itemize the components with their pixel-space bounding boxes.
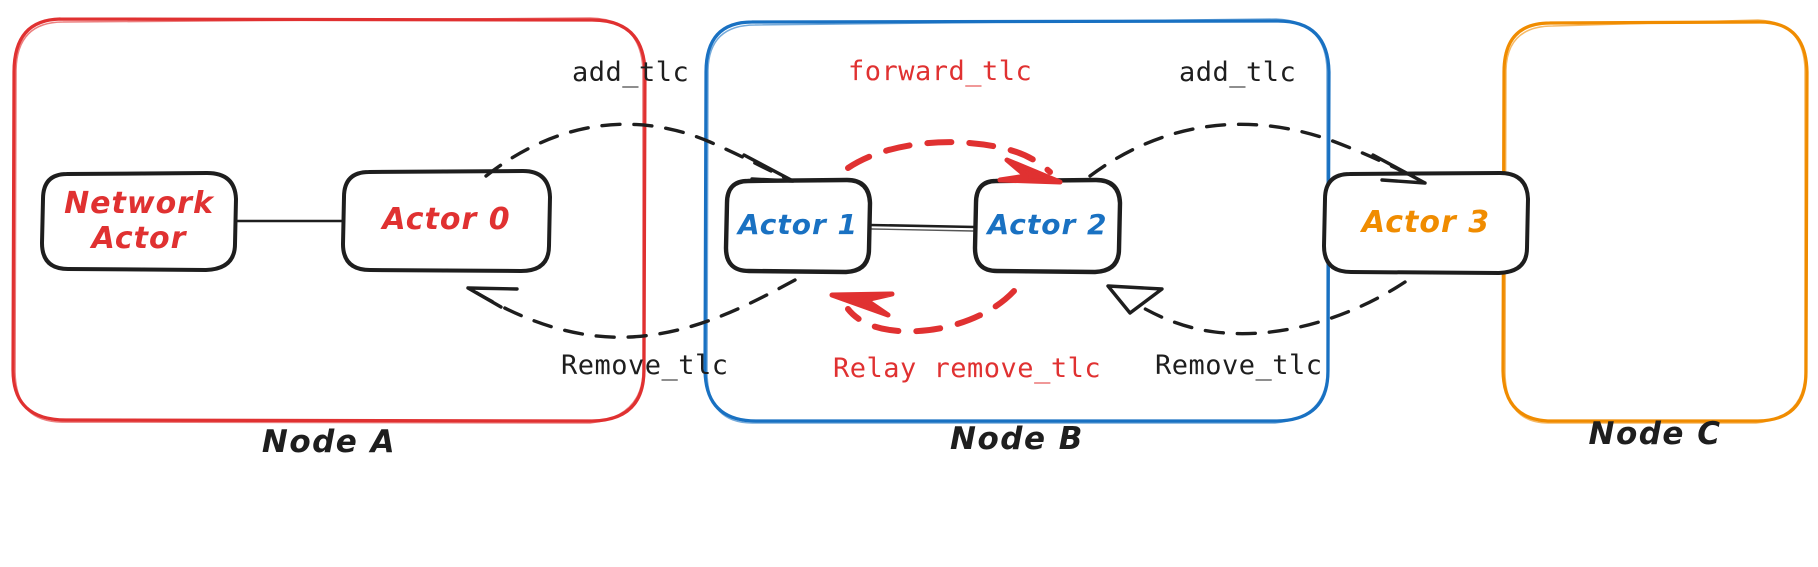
connector-actor1-actor2 [868,223,977,232]
actor-3-box[interactable] [1322,171,1530,275]
edge-remove-tlc-right [1106,280,1407,336]
actor-0-box[interactable] [341,169,552,273]
edge-add-tlc-left [484,122,795,183]
edge-relay-remove-tlc [829,288,1017,335]
node-b-container [703,18,1331,424]
actor-2-box[interactable] [972,177,1123,275]
network-actor-box[interactable] [40,171,238,272]
node-a-container [11,17,647,424]
actor-1-box[interactable] [723,177,873,275]
edge-add-tlc-right [1088,122,1427,185]
edge-forward-tlc [845,139,1063,185]
edge-remove-tlc-left [466,278,797,339]
node-c-container [1501,19,1809,424]
